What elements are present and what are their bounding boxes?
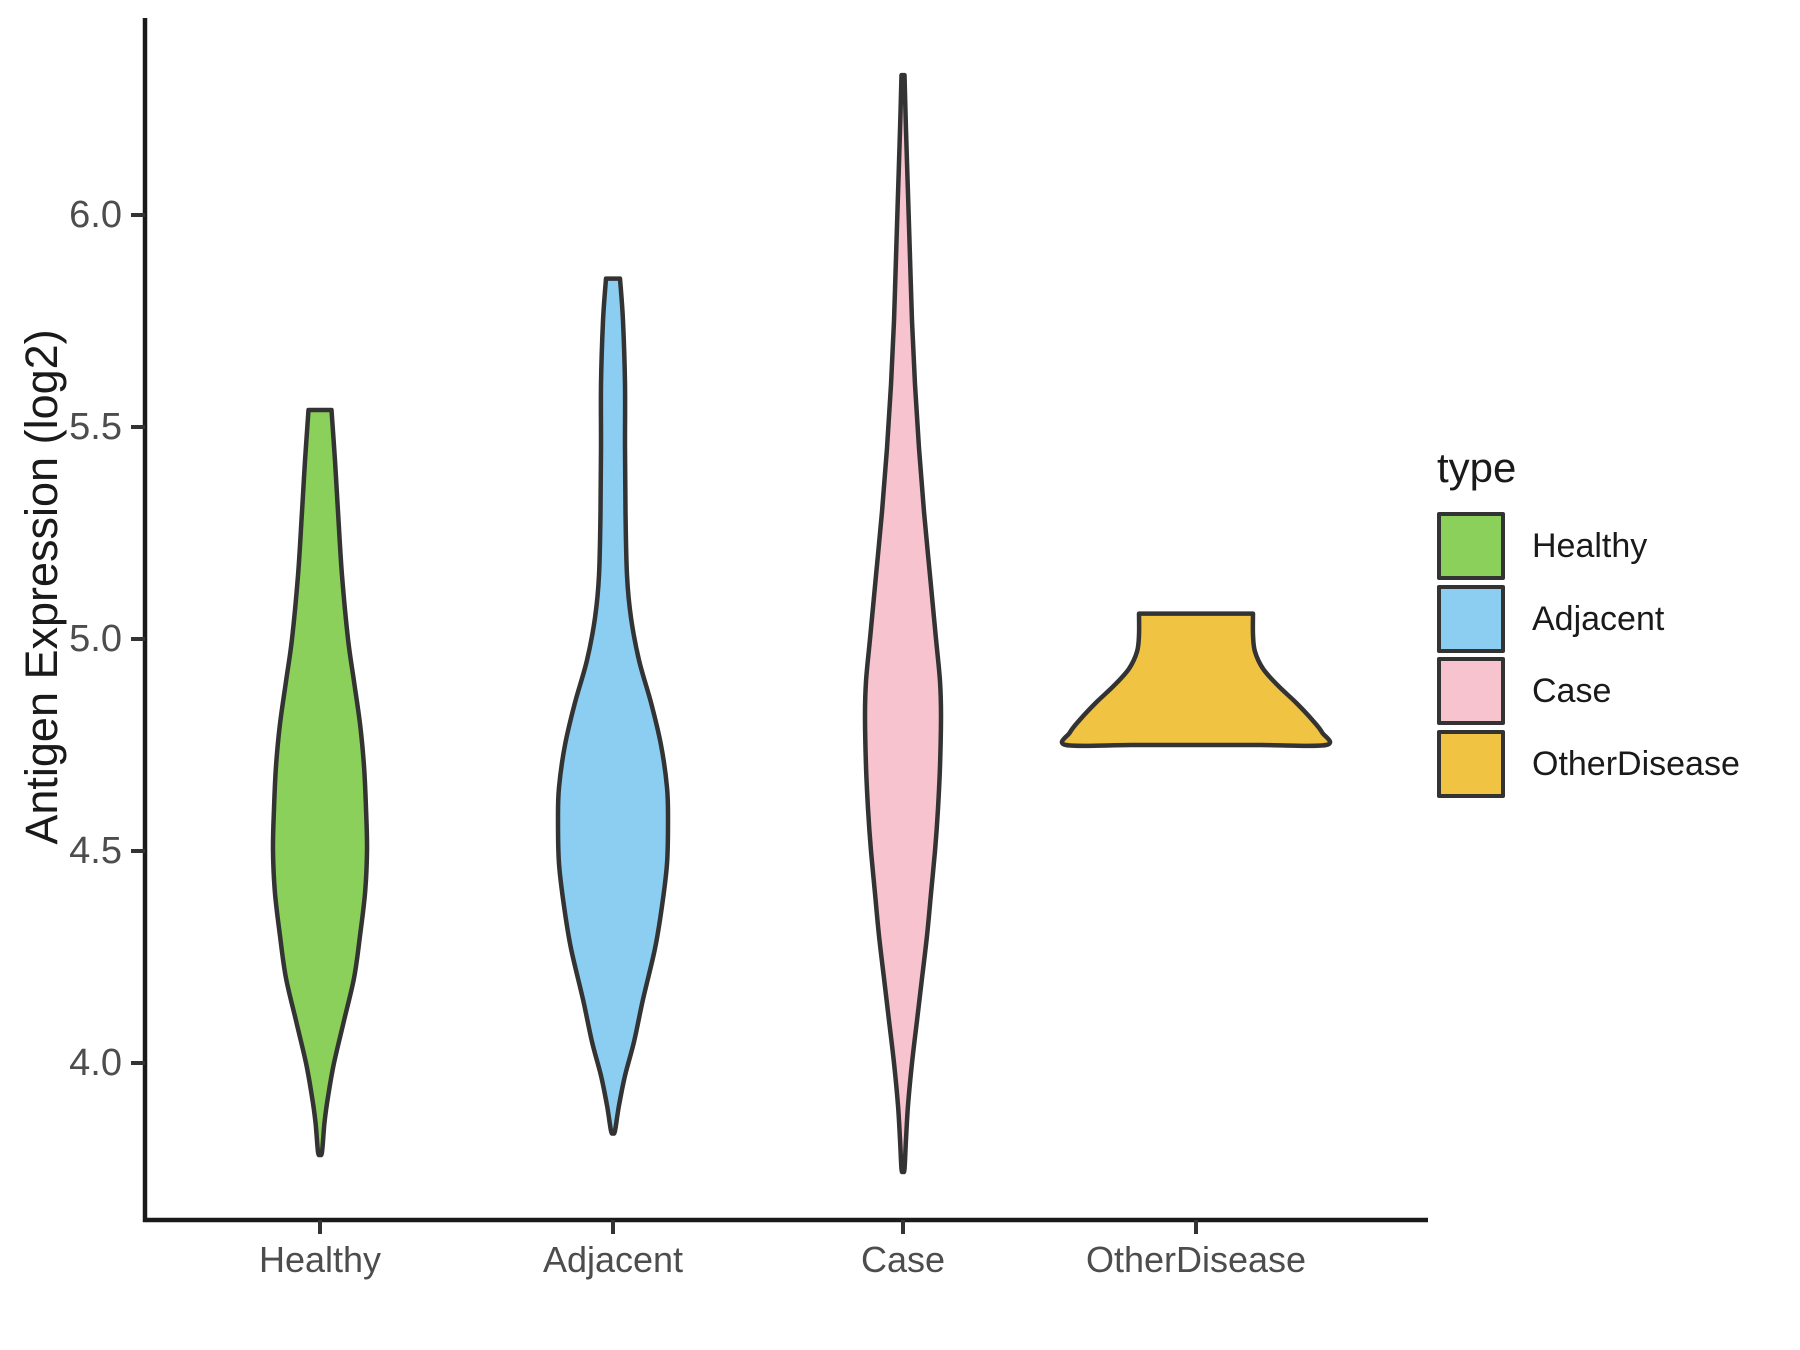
legend-key-otherdisease (1437, 730, 1505, 798)
y-tick-label-4.0: 4.0 (69, 1042, 122, 1084)
legend-label-case: Case (1532, 672, 1612, 710)
violin-healthy (270, 407, 370, 1158)
legend-key-adjacent (1437, 585, 1505, 653)
y-tick-label-5.5: 5.5 (69, 406, 122, 448)
violin-group (270, 72, 1333, 1175)
x-axis-label-case: Case (860, 1239, 946, 1280)
legend-label-adjacent: Adjacent (1532, 600, 1665, 638)
x-axis-label-healthy: Healthy (258, 1239, 382, 1280)
y-tick-label-6.0: 6.0 (69, 194, 122, 236)
legend-title: type (1437, 444, 1517, 491)
x-axis-label-otherdisease: OtherDisease (1085, 1239, 1307, 1280)
legend-key-case (1437, 657, 1505, 725)
x-axis-label-adjacent: Adjacent (542, 1239, 684, 1280)
legend-label-otherdisease: OtherDisease (1532, 745, 1740, 783)
legend-label-healthy: Healthy (1532, 527, 1648, 565)
y-axis-title: Antigen Expression (log2) (16, 329, 67, 845)
violin-adjacent (555, 276, 671, 1136)
violin-case (862, 72, 944, 1175)
axes-group (142, 18, 1428, 1223)
y-tick-label-5.0: 5.0 (69, 618, 122, 660)
tick-marks-group (131, 213, 1198, 1234)
violin-otherdisease (1059, 611, 1333, 749)
legend-key-healthy (1437, 512, 1505, 580)
y-tick-label-4.5: 4.5 (69, 830, 122, 872)
